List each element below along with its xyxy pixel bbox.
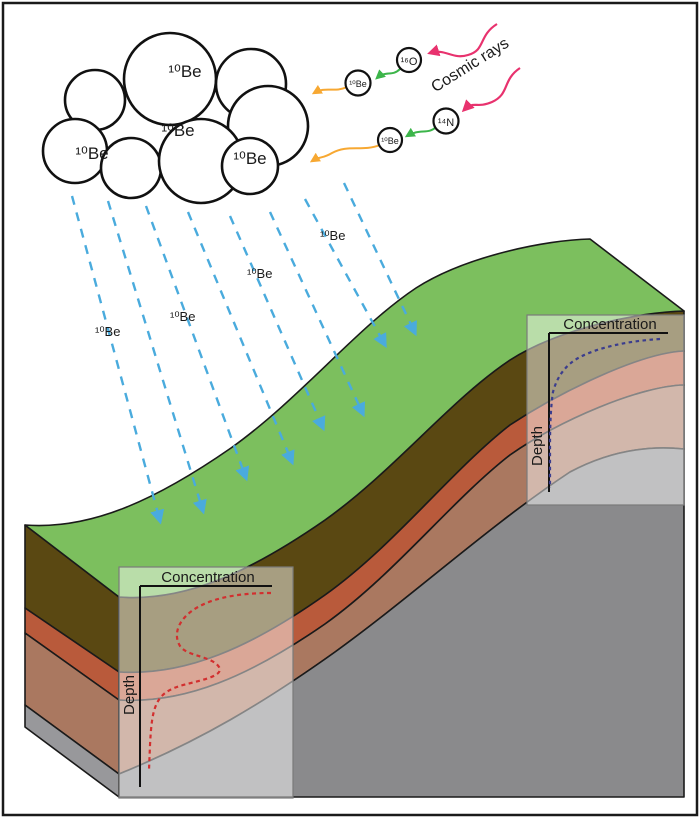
rain-arrow	[106, 200, 207, 515]
rain-arrow	[144, 205, 250, 482]
isotope-label-o16: ¹⁶O	[401, 56, 418, 68]
depth-axis-label: Depth	[529, 426, 546, 466]
terrain-block	[24, 238, 685, 798]
cloud-be10-label: ¹⁰Be	[233, 149, 266, 168]
cloud-be10-label: ¹⁰Be	[75, 144, 108, 163]
rain-group	[70, 182, 417, 525]
transmutation-arrow	[404, 126, 437, 138]
concentration-depth-curve-red	[147, 591, 272, 771]
isotope-label-n14: ¹⁴N	[438, 117, 454, 129]
inset-profile-left: Concentration Depth	[118, 566, 294, 799]
rain-arrow	[303, 198, 387, 349]
rain-arrow	[228, 215, 326, 432]
front-face-bedrock-gray	[118, 447, 685, 798]
concentration-axis-label: Concentration	[161, 569, 254, 586]
cloud-be10-label: ¹⁰Be	[161, 121, 194, 140]
concentration-depth-curve-navy	[548, 337, 661, 488]
isotope-label-be10-a: ¹⁰Be	[349, 79, 367, 89]
depth-axis-label: Depth	[121, 675, 138, 715]
rain-labels: ¹⁰Be ¹⁰Be ¹⁰Be ¹⁰Be	[95, 228, 345, 339]
deposition-arrow	[309, 144, 381, 163]
isotope-node-be10-a	[344, 69, 372, 97]
cloud-labels: ¹⁰Be ¹⁰Be ¹⁰Be ¹⁰Be	[75, 62, 266, 168]
rain-arrow	[70, 195, 165, 525]
cosmic-ray-arrow	[461, 67, 521, 113]
rain-arrow	[186, 211, 295, 466]
inset-panel	[526, 314, 685, 506]
cloud	[41, 31, 310, 205]
concentration-axis-label: Concentration	[563, 316, 656, 333]
rain-be10-label: ¹⁰Be	[170, 309, 195, 324]
cloud-puff	[220, 136, 280, 196]
rain-be10-label: ¹⁰Be	[320, 228, 345, 243]
rain-be10-label: ¹⁰Be	[247, 266, 272, 281]
deposition-arrow	[311, 84, 348, 95]
rain-arrow	[268, 211, 366, 418]
cloud-puff	[99, 136, 163, 200]
isotope-node-be10-b	[376, 126, 404, 154]
cosmic-ray-arrow	[427, 23, 498, 58]
cloud-be10-label: ¹⁰Be	[168, 62, 201, 81]
isotope-node-n14	[432, 107, 460, 135]
rain-arrow	[342, 182, 417, 337]
inset-panel	[118, 566, 294, 799]
isotope-node-o16	[395, 46, 423, 74]
inset-profile-right: Concentration Depth	[526, 314, 685, 506]
isotope-label-be10-b: ¹⁰Be	[381, 136, 399, 146]
rain-be10-label: ¹⁰Be	[95, 324, 120, 339]
grass-surface	[24, 238, 685, 599]
transmutation-arrow	[375, 68, 401, 80]
